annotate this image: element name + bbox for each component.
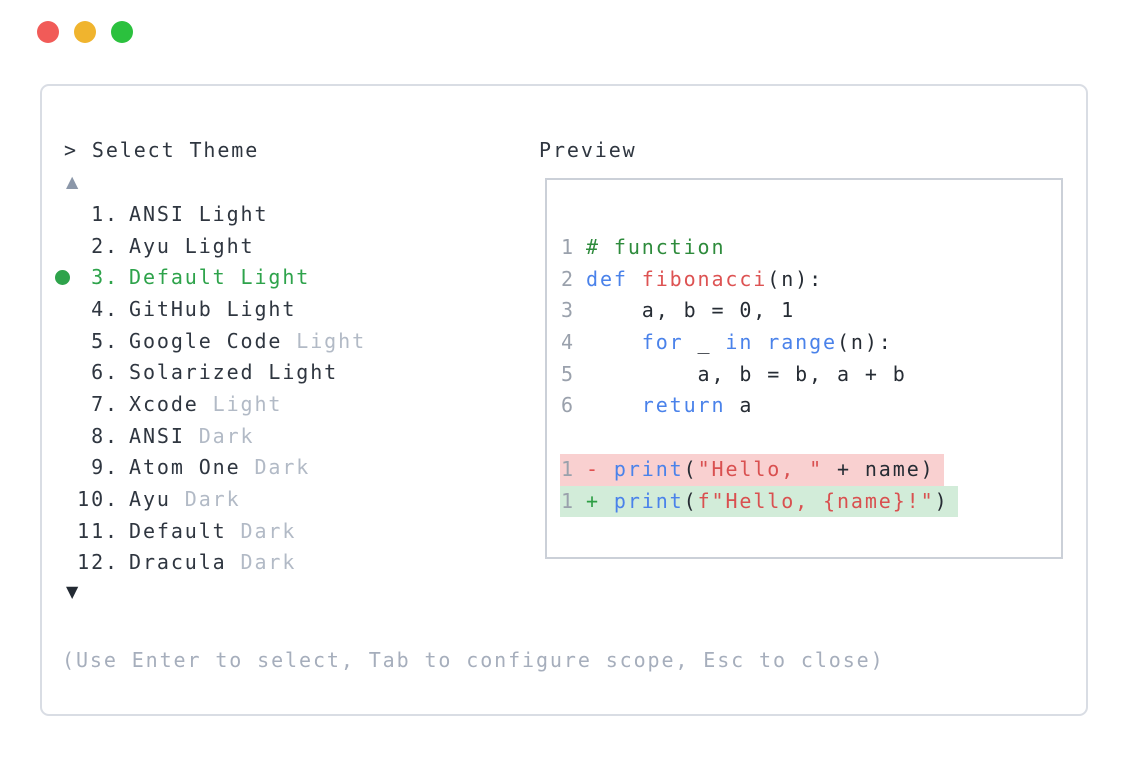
select-theme-prompt: > Select Theme [64,138,260,162]
theme-item-number: 10. [77,487,119,512]
code-line: 4 for _ in range(n): [560,327,1061,359]
selected-marker [55,269,77,285]
code-text: a, b = 0, 1 [586,298,796,323]
theme-item-number: 9. [91,455,119,480]
theme-item-ansi-light[interactable]: 1. ANSI Light [42,198,532,230]
theme-item-dracula-dark[interactable]: 12. Dracula Dark [42,547,532,579]
scroll-up-icon[interactable]: ▲ [66,172,79,191]
close-button-icon[interactable] [37,21,59,43]
minimize-button-icon[interactable] [74,21,96,43]
theme-picker-panel: > Select Theme ▲ 1. ANSI Light 2. Ayu Light… [40,84,1088,716]
theme-item-name: Ayu Dark [129,487,241,512]
theme-item-number: 12. [77,550,119,575]
theme-item-variant-muted: Dark [240,455,311,480]
code-text: return a [641,393,754,418]
theme-item-xcode-light[interactable]: 7. Xcode Light [42,388,532,420]
theme-item-variant-muted: Dark [170,487,241,512]
code-line: 5 a, b = b, a + b [560,359,1061,391]
theme-item-default-light[interactable]: 3. Default Light [42,261,532,293]
line-number: 1 [561,456,575,481]
selected-dot-icon [55,269,70,285]
theme-item-name: ANSI Light [129,201,269,226]
line-number: 1 [561,488,575,513]
line-number: 5 [561,361,575,386]
theme-item-github-light[interactable]: 4. GitHub Light [42,293,532,325]
theme-item-google-code-light[interactable]: 5. Google Code Light [42,325,532,357]
line-number: 3 [561,298,575,323]
theme-item-name: Dracula Dark [129,550,297,575]
code-text: def fibonacci(n): [586,266,824,291]
theme-item-name: ANSI Dark [129,423,255,448]
theme-item-number: 3. [91,265,119,290]
theme-item-name: Xcode Light [129,391,283,416]
code-text: a, b = b, a + b [586,361,907,386]
blank-line [560,422,1061,454]
code-line: 6 return a [560,390,1061,422]
theme-item-ansi-dark[interactable]: 8. ANSI Dark [42,420,532,452]
theme-item-solarized-light[interactable]: 6. Solarized Light [42,356,532,388]
footer-hint: (Use Enter to select, Tab to configure s… [62,648,885,672]
code-text: for _ in range(n): [641,330,893,355]
diff-line-removed: 1 - print("Hello, " + name) [560,453,944,486]
code-line: 3 a, b = 0, 1 [560,295,1061,327]
theme-item-name: Ayu Light [129,233,255,258]
theme-item-ayu-dark[interactable]: 10. Ayu Dark [42,483,532,515]
theme-item-name: Google Code Light [129,328,367,353]
zoom-button-icon[interactable] [111,21,133,43]
theme-list: 1. ANSI Light 2. Ayu Light 3. Default Light 4.… [42,198,532,578]
line-number: 2 [561,266,575,291]
code-text: - print("Hello, " + name) [586,456,935,481]
theme-item-default-dark[interactable]: 11. Default Dark [42,515,532,547]
theme-item-name: Default Light [129,265,311,290]
scroll-down-icon[interactable]: ▼ [66,582,79,601]
line-number: 4 [561,330,575,355]
preview-box: 1 # function 2 def fibonacci(n): 3 a, b = 0,… [545,178,1063,559]
window-controls [37,21,133,43]
theme-item-number: 2. [91,233,119,258]
theme-item-name: GitHub Light [129,296,297,321]
theme-item-number: 8. [91,423,119,448]
code-text: # function [586,235,726,259]
theme-item-name: Default Dark [129,518,297,543]
theme-item-variant-muted: Light [282,328,367,353]
theme-item-variant-muted: Dark [226,518,297,543]
theme-item-name: Solarized Light [129,360,339,385]
theme-item-variant-muted: Dark [226,550,297,575]
theme-item-number: 5. [91,328,119,353]
theme-item-number: 11. [77,518,119,543]
line-number: 6 [561,393,575,418]
theme-item-atom-one-dark[interactable]: 9. Atom One Dark [42,452,532,484]
theme-item-variant-muted: Light [198,391,283,416]
theme-item-ayu-light[interactable]: 2. Ayu Light [42,230,532,262]
code-block: 1 # function 2 def fibonacci(n): 3 a, b = 0,… [560,232,1061,518]
preview-label: Preview [539,138,637,162]
theme-item-number: 1. [91,201,119,226]
diff-line-added: 1 + print(f"Hello, {name}!") [560,485,958,518]
theme-item-number: 4. [91,296,119,321]
theme-item-name: Atom One Dark [129,455,311,480]
code-line: 1 # function [560,232,1061,264]
line-number: 1 [561,235,575,259]
code-text: + print(f"Hello, {name}!") [586,488,949,513]
theme-item-number: 7. [91,391,119,416]
theme-item-variant-muted: Dark [184,423,255,448]
code-line: 2 def fibonacci(n): [560,264,1061,296]
theme-item-number: 6. [91,360,119,385]
